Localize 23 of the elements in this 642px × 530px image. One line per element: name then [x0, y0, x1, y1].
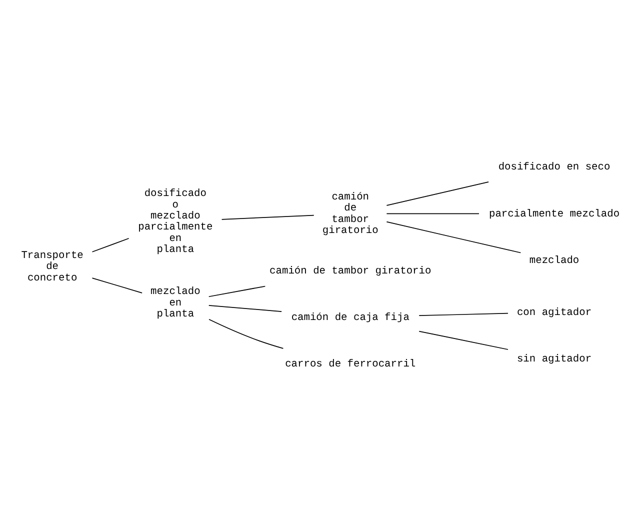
node-text: camión de tambor giratorio [270, 264, 432, 277]
connector [208, 285, 266, 297]
node-text: sin agitador [516, 352, 592, 365]
node-text: parcialmente mezclado [488, 208, 620, 220]
connector [221, 214, 314, 220]
node-text: camión de tambor giratorio [322, 190, 378, 237]
connector [386, 220, 522, 253]
node-text: camión de caja fija [291, 312, 410, 324]
connector [386, 212, 480, 214]
connector [386, 181, 489, 206]
connector [418, 312, 508, 316]
node-text: con agitador [516, 306, 592, 318]
connector [92, 237, 130, 252]
node-text: dosificado en seco [498, 161, 610, 174]
node-text: Transporte de concreto [21, 249, 84, 284]
node-text: mezclado en planta [150, 286, 200, 320]
connector [208, 304, 282, 312]
node-text: mezclado [529, 254, 580, 266]
node-text: dosificado o mezclado parcialmente en planta [138, 188, 213, 256]
connector [418, 330, 508, 350]
connector [208, 318, 284, 348]
node-text: carros de ferrocarril [285, 358, 416, 370]
connector [92, 277, 142, 293]
